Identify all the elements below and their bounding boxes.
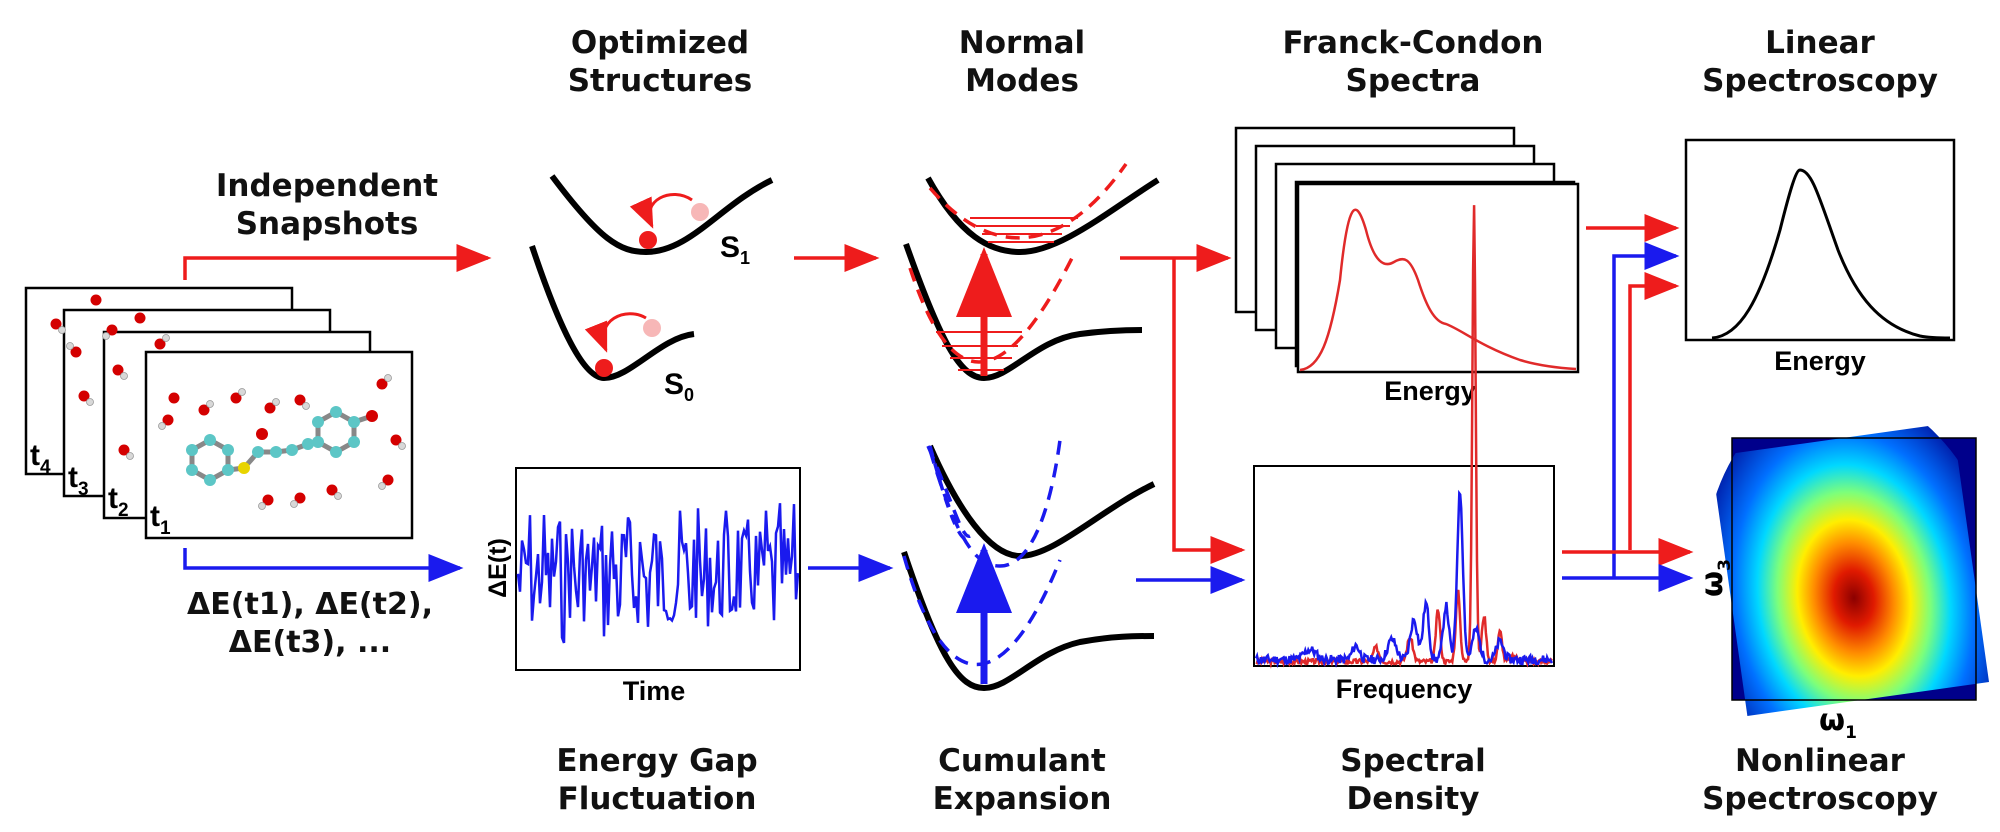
linear-spectrum-panel bbox=[1684, 138, 1956, 342]
header-linear-spectroscopy: Linear Spectroscopy bbox=[1702, 25, 1938, 99]
nl-x-axis-label: ω1 bbox=[1819, 703, 1857, 743]
arrow-normal-modes-to-spectral bbox=[1172, 258, 1246, 564]
footer-nonlinear: Nonlinear Spectroscopy bbox=[1702, 743, 1938, 817]
optimized-structures-panel bbox=[529, 174, 774, 382]
footer-spectral-density: Spectral Density bbox=[1340, 743, 1486, 817]
header-optimized-structures: Optimized Structures bbox=[567, 25, 753, 99]
header-franck-condon: Franck-Condon Spectra bbox=[1282, 25, 1544, 99]
franck-condon-stack bbox=[1234, 126, 1580, 374]
arrow-snapshots-to-optimized bbox=[183, 244, 492, 280]
fc-x-axis-label: Energy bbox=[1384, 376, 1476, 406]
hydrogen-atoms bbox=[58, 326, 406, 510]
spectral-density-panel bbox=[1253, 205, 1555, 669]
nonlinear-2d-panel bbox=[1710, 422, 1990, 716]
label-delta-e: ΔE(t1), ΔE(t2), ΔE(t3), ... bbox=[187, 587, 433, 660]
water-molecules bbox=[50, 294, 402, 506]
sd-x-axis-label: Frequency bbox=[1336, 674, 1473, 704]
footer-cumulant: Cumulant Expansion bbox=[932, 743, 1112, 817]
label-independent-snapshots: Independent Snapshots bbox=[215, 168, 439, 242]
header-normal-modes: Normal Modes bbox=[958, 25, 1086, 99]
nl-y-axis-label: ω3 bbox=[1695, 559, 1735, 597]
state-label-s0: S0 bbox=[664, 368, 694, 405]
snapshot-stack bbox=[24, 286, 414, 540]
state-label-s1: S1 bbox=[720, 231, 750, 268]
cumulant-panel bbox=[901, 439, 1156, 692]
normal-modes-panel bbox=[903, 162, 1160, 382]
fluctuation-panel bbox=[515, 467, 801, 671]
fluct-y-axis-label: ΔE(t) bbox=[484, 538, 512, 598]
fluct-x-axis-label: Time bbox=[623, 676, 686, 706]
footer-energy-gap: Energy Gap Fluctuation bbox=[556, 743, 758, 817]
snapshot-frame-t1 bbox=[144, 350, 414, 540]
linear-x-axis-label: Energy bbox=[1774, 346, 1866, 376]
arrow-spectral-red-to-linear bbox=[1628, 272, 1680, 550]
arrow-snapshots-to-fluctuation bbox=[183, 548, 464, 582]
arrow-spectral-blue-to-linear bbox=[1612, 242, 1680, 578]
molecule-atoms bbox=[186, 406, 378, 486]
